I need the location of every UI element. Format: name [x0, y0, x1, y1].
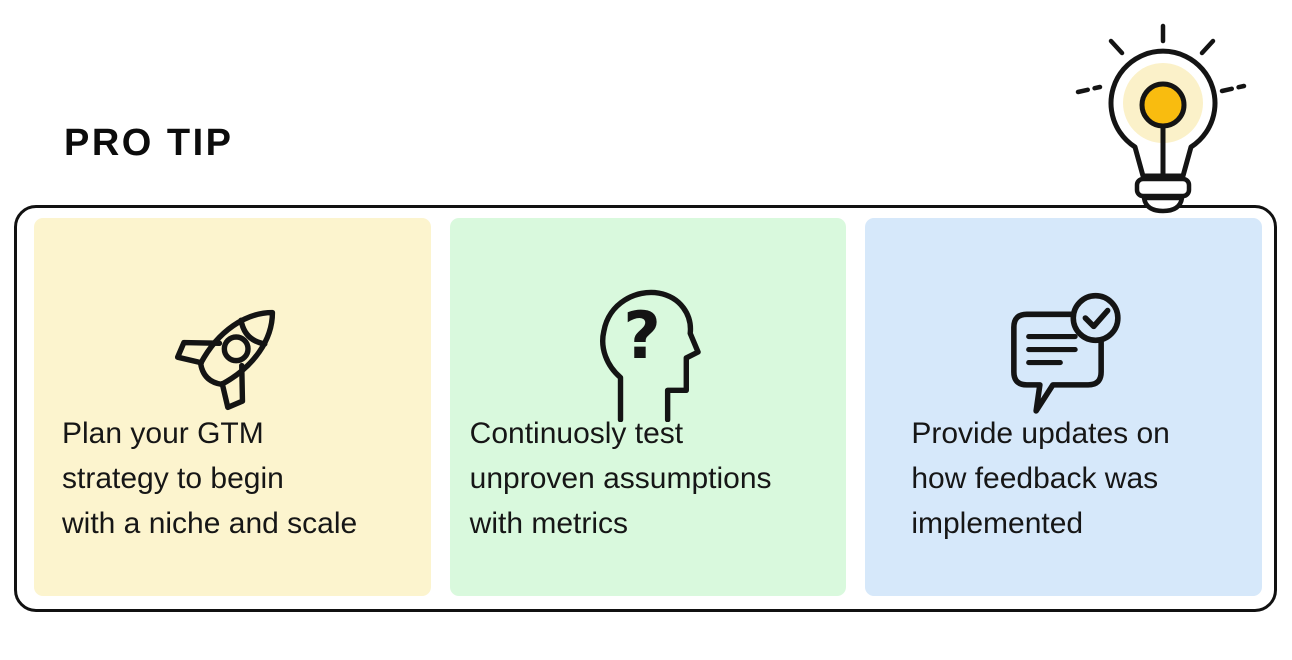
icon-area: [865, 218, 1262, 422]
tip-line: how feedback was: [911, 462, 1159, 495]
tip-text: Provide updates on how feedback was impl…: [911, 411, 1170, 546]
tip-text: Plan your GTM strategy to begin with a n…: [62, 411, 357, 546]
chat-check-icon: [1010, 292, 1121, 414]
question-mark-glyph: ?: [623, 299, 661, 374]
lightbulb-icon: [1075, 23, 1247, 214]
rocket-icon: [175, 309, 276, 411]
icon-area: [34, 218, 431, 422]
tip-line: Provide updates on: [911, 417, 1170, 450]
tip-line: with metrics: [469, 507, 629, 540]
tip-line: with a niche and scale: [62, 507, 358, 540]
head-question-icon: ?: [600, 289, 701, 422]
tip-line: unproven assumptions: [469, 462, 772, 495]
tip-line: Continuosly test: [469, 417, 684, 450]
tip-line: Plan your GTM: [62, 417, 264, 450]
tip-card-gtm: Plan your GTM strategy to begin with a n…: [34, 218, 431, 596]
tip-card-feedback: Provide updates on how feedback was impl…: [865, 218, 1263, 596]
tips-panel: Plan your GTM strategy to begin with a n…: [14, 205, 1277, 612]
tip-line: strategy to begin: [62, 462, 284, 495]
tip-text: Continuosly test unproven assumptions wi…: [470, 411, 772, 546]
tip-card-assumptions: ? Continuosly test unproven assumptions …: [449, 218, 847, 596]
tip-line: implemented: [911, 507, 1084, 540]
page-title: PRO TIP: [64, 122, 234, 164]
icon-area: ?: [450, 218, 847, 422]
